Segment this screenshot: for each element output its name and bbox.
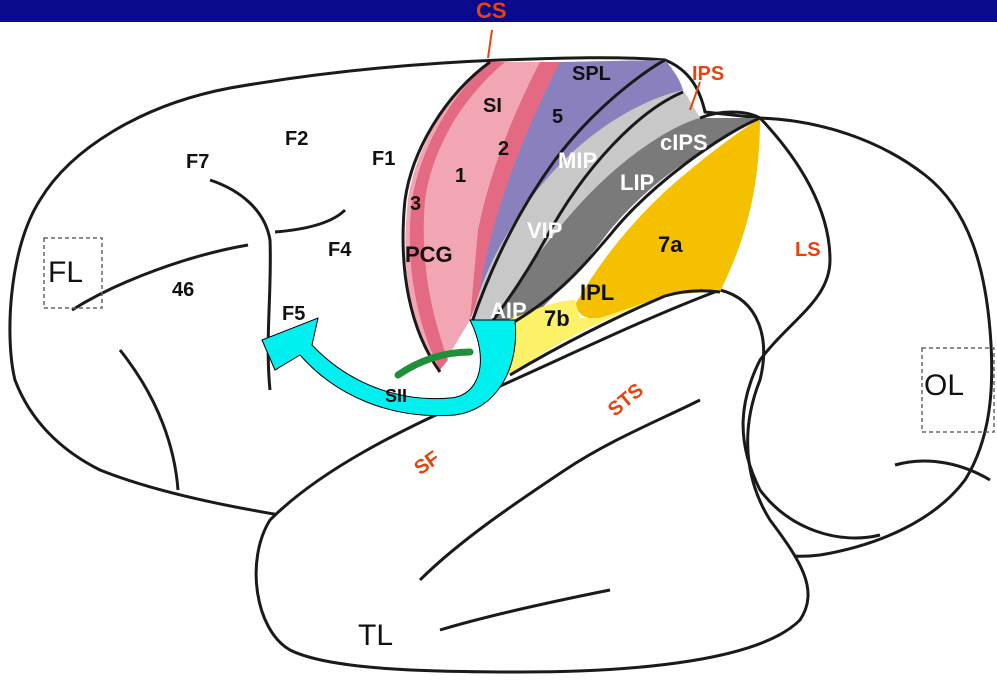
area-7a-label: 7a bbox=[658, 232, 683, 257]
spl-label: SPL bbox=[572, 63, 611, 85]
cs-label: CS bbox=[476, 0, 507, 23]
area-5-label: 5 bbox=[552, 106, 563, 128]
fl-label: FL bbox=[48, 256, 83, 289]
f2-label: F2 bbox=[285, 128, 308, 150]
f4-label: F4 bbox=[328, 239, 352, 261]
cs-leader bbox=[488, 30, 492, 58]
f1-label: F1 bbox=[372, 148, 395, 170]
area-1-label: 1 bbox=[455, 165, 466, 187]
lip-label: LIP bbox=[620, 170, 654, 195]
area-3-label: 3 bbox=[410, 193, 421, 215]
area-2-label: 2 bbox=[498, 138, 509, 160]
ipl-label: IPL bbox=[580, 280, 614, 305]
pcg-label: PCG bbox=[405, 242, 453, 267]
aip-label: AIP bbox=[490, 298, 527, 323]
f7-label: F7 bbox=[186, 151, 209, 173]
si-label: SI bbox=[483, 95, 502, 117]
ol-label: OL bbox=[924, 369, 964, 402]
mip-label: MIP bbox=[558, 148, 597, 173]
cips-label: cIPS bbox=[660, 130, 708, 155]
area-7b-label: 7b bbox=[544, 306, 570, 331]
ips-label: IPS bbox=[692, 63, 724, 85]
f5-label: F5 bbox=[282, 303, 305, 325]
ls-label: LS bbox=[795, 239, 821, 261]
sii-label: SII bbox=[385, 386, 407, 406]
area-46-label: 46 bbox=[172, 279, 194, 301]
vip-label: VIP bbox=[527, 218, 562, 243]
tl-label: TL bbox=[358, 619, 393, 652]
